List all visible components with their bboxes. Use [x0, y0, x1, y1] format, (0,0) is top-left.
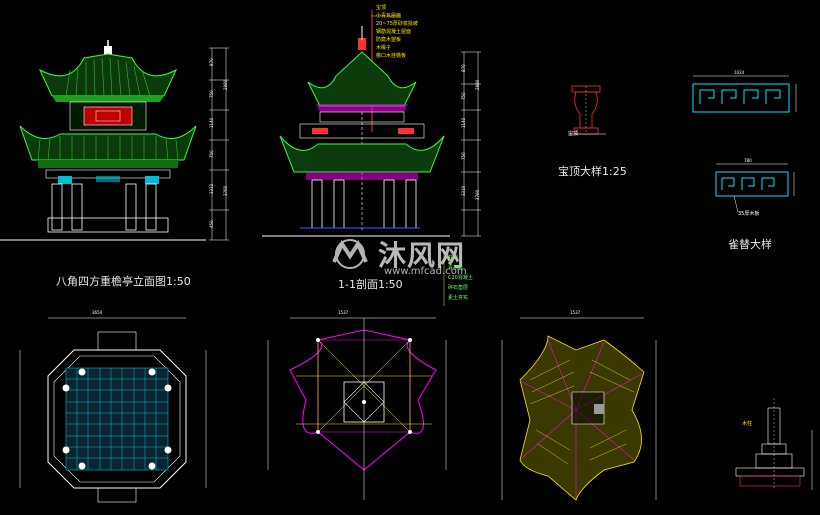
svg-text:3760: 3760 — [223, 185, 228, 196]
svg-text:450: 450 — [209, 220, 214, 228]
lower-note: 素土夯实 — [448, 295, 469, 301]
section-view: 870 750 1140 750 3310 2880 3760 — [262, 10, 481, 306]
roof-tile-plan: 1537 — [501, 310, 657, 501]
svg-text:750: 750 — [461, 152, 466, 160]
watermark-logo — [332, 239, 368, 269]
lower-note: 青石板 — [448, 265, 464, 271]
svg-text:780: 780 — [744, 158, 752, 163]
finial-detail — [568, 85, 606, 135]
column-label: 木柱 — [742, 421, 753, 427]
lower-note: C20混凝土 — [448, 275, 473, 281]
lattice-detail: 1024 780 — [692, 70, 797, 213]
finial-caption: 宝顶大样1:25 — [558, 165, 627, 178]
elevation-view: 870 750 1140 750 3310 450 2880 3760 — [0, 40, 229, 241]
section-note: 20~75厚砂浆找坡 — [376, 21, 418, 27]
svg-text:750: 750 — [461, 92, 466, 100]
svg-text:3760: 3760 — [475, 189, 480, 200]
lattice-label: 35厚木板 — [738, 211, 760, 217]
svg-text:1537: 1537 — [570, 310, 581, 315]
watermark-title: 沐风网 — [378, 239, 466, 272]
lattice-caption: 雀替大样 — [728, 238, 772, 251]
svg-text:750: 750 — [209, 150, 214, 158]
svg-text:870: 870 — [461, 64, 466, 72]
svg-text:3310: 3310 — [209, 183, 214, 194]
section-note: 防腐木望板 — [376, 37, 402, 43]
section-note: 小青瓦屋面 — [376, 13, 402, 19]
column-base-detail — [735, 398, 813, 490]
svg-text:2880: 2880 — [223, 79, 228, 90]
svg-text:1140: 1140 — [209, 117, 214, 128]
svg-text:2880: 2880 — [475, 79, 480, 90]
svg-text:1024: 1024 — [734, 70, 745, 75]
svg-text:3654: 3654 — [92, 310, 103, 315]
svg-text:3310: 3310 — [461, 185, 466, 196]
finial-label: 宝顶 — [568, 131, 579, 137]
section-note: 宝顶 — [376, 5, 387, 11]
lower-note: 碎石垫层 — [448, 285, 469, 291]
section-note: 木椽子 — [376, 45, 392, 51]
roof-framing-plan: 1537 — [267, 310, 447, 500]
watermark-url: www.mfcad.com — [384, 266, 467, 277]
lower-note: 柱础 — [448, 255, 459, 261]
section-note: 檐口木挂檐板 — [376, 53, 407, 59]
svg-text:1537: 1537 — [338, 310, 349, 315]
column-plan: 3654 — [19, 310, 207, 503]
svg-text:750: 750 — [209, 90, 214, 98]
svg-text:870: 870 — [209, 58, 214, 66]
svg-text:1140: 1140 — [461, 117, 466, 128]
elevation-caption: 八角四方重檐亭立面图1:50 — [56, 275, 191, 288]
section-note: 钢筋混凝土屋面 — [376, 29, 412, 35]
section-caption: 1-1剖面1:50 — [338, 278, 403, 291]
